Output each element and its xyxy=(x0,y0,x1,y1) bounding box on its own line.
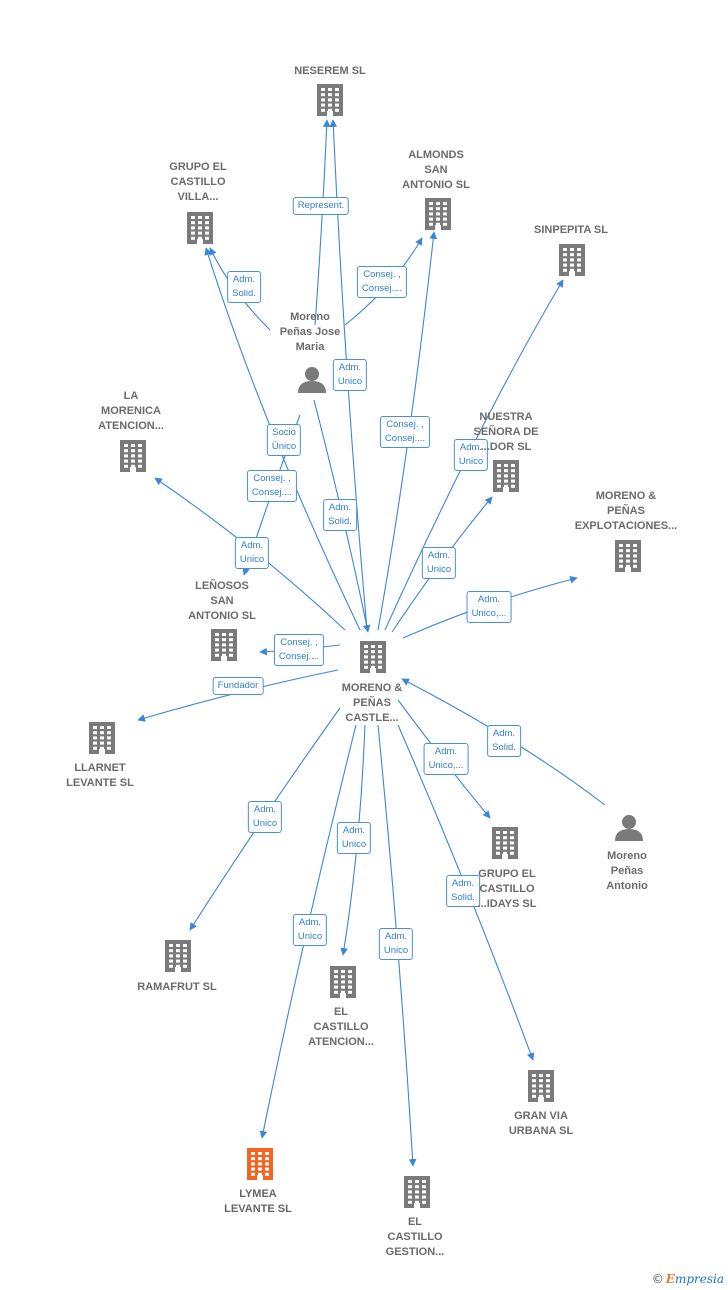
building-icon[interactable] xyxy=(404,1176,430,1208)
edge-role-label[interactable]: Adm. Unico xyxy=(378,928,414,960)
person-icon[interactable] xyxy=(298,367,326,393)
edge-role-label[interactable]: Adm. Unico xyxy=(247,801,283,833)
edge-role-label[interactable]: Adm. Unico xyxy=(453,439,489,471)
building-icon[interactable] xyxy=(615,540,641,572)
edge-role-label[interactable]: Adm. Unico xyxy=(234,537,270,569)
edge-role-label[interactable]: Consej. , Consej.... xyxy=(379,416,431,448)
node-label-lymea[interactable]: LYMEA LEVANTE SL xyxy=(224,1188,292,1215)
node-label-el-atencion[interactable]: EL CASTILLO ATENCION... xyxy=(308,1006,374,1048)
building-icon[interactable] xyxy=(165,940,191,972)
copyright-symbol: © xyxy=(651,1272,664,1286)
edge-role-label[interactable]: Adm. Solid. xyxy=(227,271,261,303)
person-icon[interactable] xyxy=(615,815,643,841)
edge-role-label[interactable]: Represent. xyxy=(292,197,350,215)
node-label-sinpepita[interactable]: SINPEPITA SL xyxy=(534,224,608,236)
building-icon[interactable] xyxy=(247,1148,273,1180)
edge-role-label[interactable]: Adm. Unico xyxy=(332,359,368,391)
node-label-el-gestion[interactable]: EL CASTILLO GESTION... xyxy=(385,1216,445,1258)
building-icon[interactable] xyxy=(317,84,343,116)
building-icon[interactable] xyxy=(528,1070,554,1102)
building-icon[interactable] xyxy=(120,440,146,472)
node-label-almonds[interactable]: ALMONDS SAN ANTONIO SL xyxy=(402,149,470,191)
building-icon[interactable] xyxy=(559,244,585,276)
edge-role-label[interactable]: Fundador xyxy=(212,677,264,695)
node-label-llarnet[interactable]: LLARNET LEVANTE SL xyxy=(66,762,134,789)
edge-role-label[interactable]: Adm. Unico,... xyxy=(423,743,469,775)
building-icon[interactable] xyxy=(211,629,237,661)
edge-role-label[interactable]: Adm. Solid. xyxy=(487,725,521,757)
building-icon[interactable] xyxy=(425,198,451,230)
node-label-grupo-villa[interactable]: GRUPO EL CASTILLO VILLA... xyxy=(169,161,227,203)
edge-role-label[interactable]: Socio Único xyxy=(266,424,302,456)
edge-role-label[interactable]: Consej. , Consej.... xyxy=(356,266,408,298)
building-icon[interactable] xyxy=(360,641,386,673)
building-icon[interactable] xyxy=(89,722,115,754)
node-label-moreno-jose[interactable]: Moreno Peñas Jose Maria xyxy=(279,311,341,353)
edge-center-to-sinpepita xyxy=(384,279,564,631)
node-label-moreno-antonio[interactable]: Moreno Peñas Antonio xyxy=(606,850,648,892)
building-icon[interactable] xyxy=(187,212,213,244)
node-label-grupo-holidays[interactable]: GRUPO EL CASTILLO ...IDAYS SL xyxy=(477,868,537,910)
copyright-footer[interactable]: ©Empresia xyxy=(652,1272,724,1286)
node-label-gran-via[interactable]: GRAN VIA URBANA SL xyxy=(508,1110,574,1137)
node-label-la-morenica[interactable]: LA MORENICA ATENCION... xyxy=(98,390,164,432)
edge-role-label[interactable]: Adm. Solid. xyxy=(446,875,480,907)
edge-role-label[interactable]: Adm. Unico xyxy=(336,822,372,854)
edge-role-label[interactable]: Adm. Unico xyxy=(421,547,457,579)
edge-role-label[interactable]: Adm. Unico,... xyxy=(466,591,512,623)
building-icon[interactable] xyxy=(493,460,519,492)
edge-role-label[interactable]: Consej. , Consej.... xyxy=(273,634,325,666)
edge-role-label[interactable]: Adm. Unico xyxy=(292,914,328,946)
brand-initial: E xyxy=(665,1272,675,1286)
brand-name: mpresia xyxy=(674,1272,724,1286)
node-label-neserem[interactable]: NESEREM SL xyxy=(294,65,366,77)
node-label-lenosos[interactable]: LEÑOSOS SAN ANTONIO SL xyxy=(188,580,256,622)
edge-role-label[interactable]: Consej. , Consej.... xyxy=(246,470,298,502)
node-label-center[interactable]: MORENO & PEÑAS CASTLE... xyxy=(341,682,403,724)
edge-moreno-jose-to-neserem xyxy=(314,119,331,326)
node-label-explotaciones[interactable]: MORENO & PEÑAS EXPLOTACIONES... xyxy=(574,490,678,532)
building-icon[interactable] xyxy=(330,966,356,998)
node-label-nuestra[interactable]: NUESTRA SEÑORA DE ...DOR SL xyxy=(473,411,539,453)
building-icon[interactable] xyxy=(492,827,518,859)
edge-role-label[interactable]: Adm. Solid. xyxy=(323,499,357,531)
icons-layer xyxy=(89,84,643,1208)
node-label-ramafrut[interactable]: RAMAFRUT SL xyxy=(137,981,217,993)
